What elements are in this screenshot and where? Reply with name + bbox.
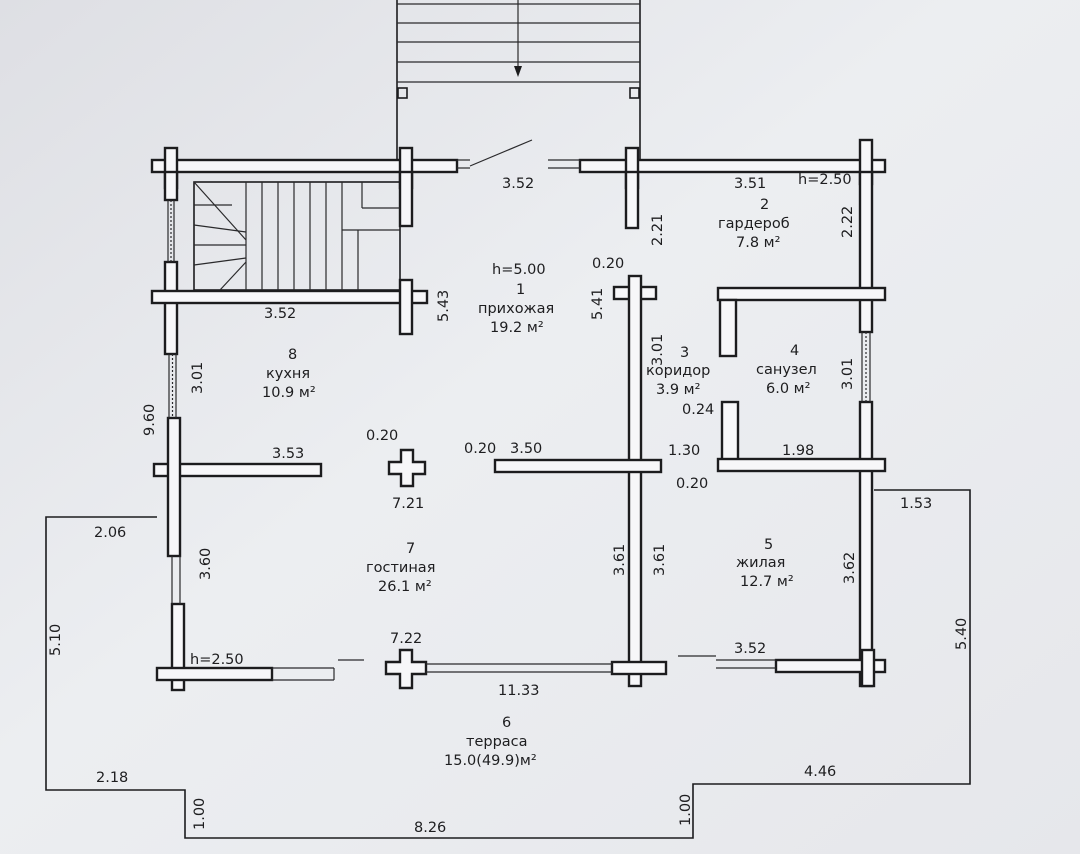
dim-west-total: 9.60 bbox=[142, 404, 158, 436]
terrace-outline bbox=[45, 489, 971, 839]
dim-column-left-label: 7.21 bbox=[392, 496, 424, 512]
room-3-number: 3 bbox=[680, 345, 689, 361]
room-8-number: 8 bbox=[288, 347, 297, 363]
dim-terrace-right: 5.40 bbox=[954, 618, 970, 650]
interior-staircase bbox=[193, 181, 401, 291]
room-7-number: 7 bbox=[406, 541, 415, 557]
dim-corridor-len: 3.01 bbox=[650, 334, 666, 366]
dim-corridor-partition: 3.50 bbox=[510, 441, 542, 457]
room-4-number: 4 bbox=[790, 343, 799, 359]
dim-terrace-left-top: 2.06 bbox=[94, 525, 126, 541]
dim-terrace-right-top: 1.53 bbox=[900, 496, 932, 512]
dim-south-wall: 11.33 bbox=[498, 683, 540, 699]
room-8-area: 10.9 м² bbox=[262, 385, 316, 401]
dim-column-bottom-label: 7.22 bbox=[390, 631, 422, 647]
dim-kitchen-window: 3.01 bbox=[190, 362, 206, 394]
room-2-height: h=2.50 bbox=[798, 172, 852, 188]
dim-living-window: 3.60 bbox=[198, 548, 214, 580]
room-1-number: 1 bbox=[516, 282, 525, 298]
dimensions-vertical: 2.21 2.22 5.43 5.41 3.01 3.01 3.01 9.60 … bbox=[48, 206, 970, 830]
dim-living-right-1: 3.61 bbox=[612, 544, 628, 576]
room-3-area: 3.9 м² bbox=[656, 382, 700, 398]
room-5-number: 5 bbox=[764, 537, 773, 553]
dim-entry-door: 3.52 bbox=[502, 176, 534, 192]
dim-wardrobe-right: 2.22 bbox=[840, 206, 856, 238]
room-6-area: 15.0(49.9)м² bbox=[444, 753, 537, 769]
dim-terrace-step-right: 1.00 bbox=[678, 794, 694, 826]
room-7-name: гостиная bbox=[366, 560, 435, 576]
dim-bath-bottom: 1.98 bbox=[782, 443, 814, 459]
room-1-name: прихожая bbox=[478, 301, 554, 317]
dim-wardrobe-left: 2.21 bbox=[650, 214, 666, 246]
dim-wardrobe-top: 3.51 bbox=[734, 176, 766, 192]
dim-bath-bottom-wall: 0.20 bbox=[676, 476, 708, 492]
room-6-name: терраса bbox=[466, 734, 528, 750]
room-4-area: 6.0 м² bbox=[766, 381, 810, 397]
room-3-name: коридор bbox=[646, 363, 710, 379]
dimensions-horizontal: 3.52 3.51 3.52 0.20 0.24 3.53 0.20 0.20 … bbox=[94, 176, 932, 836]
dim-bath-partition: 0.24 bbox=[682, 402, 714, 418]
doors bbox=[338, 139, 716, 661]
room-8-name: кухня bbox=[266, 366, 310, 382]
dim-bedroom-bottom: 3.52 bbox=[734, 641, 766, 657]
room-7-height: h=2.50 bbox=[190, 652, 244, 668]
walls bbox=[150, 138, 887, 692]
dim-terrace-bottom: 8.26 bbox=[414, 820, 446, 836]
dim-bedroom-right: 3.62 bbox=[842, 552, 858, 584]
dim-kitchen-top: 3.52 bbox=[264, 306, 296, 322]
dim-terrace-step-left: 1.00 bbox=[192, 798, 208, 830]
stair-direction-arrow-icon bbox=[514, 66, 522, 77]
dim-corridor-gap: 1.30 bbox=[668, 443, 700, 459]
dim-corridor-partition-size: 0.20 bbox=[464, 441, 496, 457]
dim-hall-height: 5.43 bbox=[436, 290, 452, 322]
room-4-name: санузел bbox=[756, 362, 817, 378]
room-2-area: 7.8 м² bbox=[736, 235, 780, 251]
room-7-area: 26.1 м² bbox=[378, 579, 432, 595]
dim-corridor-width: 5.41 bbox=[590, 288, 606, 320]
dim-terrace-bottom-right: 4.46 bbox=[804, 764, 836, 780]
dim-terrace-left: 5.10 bbox=[48, 624, 64, 656]
dim-bath-right: 3.01 bbox=[840, 358, 856, 390]
room-5-name: жилая bbox=[736, 555, 785, 571]
dim-living-right-2: 3.61 bbox=[652, 544, 668, 576]
room-labels: h=5.00 1 прихожая 19.2 м² 2 гардероб 7.8… bbox=[190, 172, 852, 769]
dim-terrace-bottom-left: 2.18 bbox=[96, 770, 128, 786]
dim-column-left-size: 0.20 bbox=[366, 428, 398, 444]
exterior-staircase bbox=[396, 0, 641, 160]
windows bbox=[167, 159, 871, 681]
room-5-area: 12.7 м² bbox=[740, 574, 794, 590]
room-1-area: 19.2 м² bbox=[490, 320, 544, 336]
room-6-number: 6 bbox=[502, 715, 511, 731]
room-1-height: h=5.00 bbox=[492, 262, 546, 278]
room-2-name: гардероб bbox=[718, 216, 790, 232]
room-2-number: 2 bbox=[760, 197, 769, 213]
dim-corridor-wall-top: 0.20 bbox=[592, 256, 624, 272]
dim-kitchen-partition: 3.53 bbox=[272, 446, 304, 462]
